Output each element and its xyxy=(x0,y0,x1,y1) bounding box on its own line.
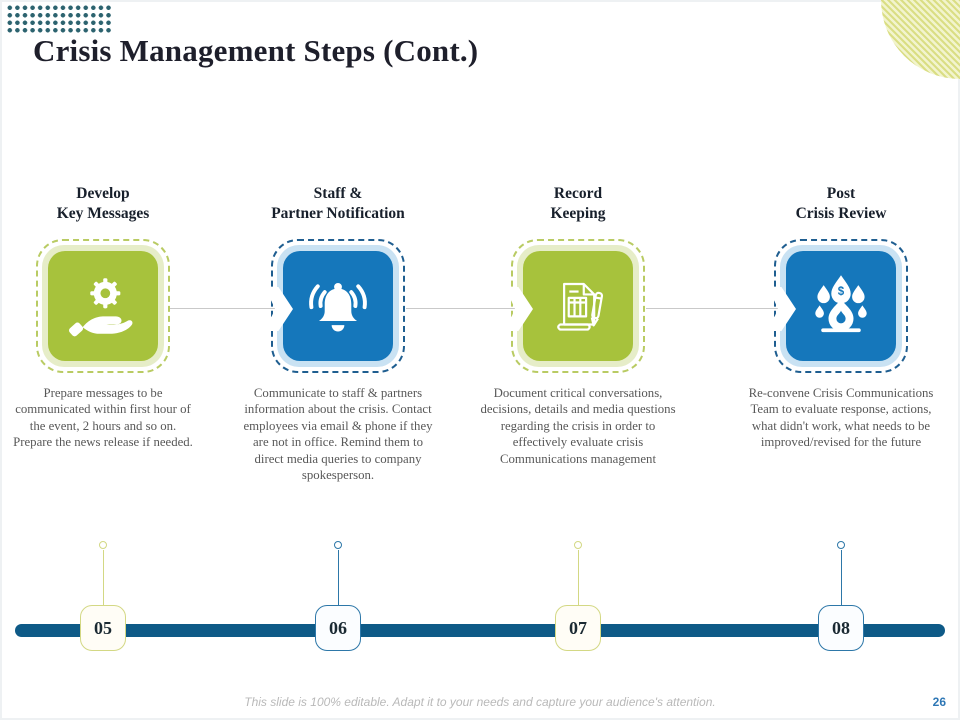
timeline-dot-icon xyxy=(574,541,582,549)
timeline-stem xyxy=(578,550,580,605)
step-title-line1: Staff & xyxy=(313,185,363,202)
document-pen-icon xyxy=(523,251,633,361)
timeline-number: 06 xyxy=(315,605,361,651)
footer-note: This slide is 100% editable. Adapt it to… xyxy=(244,695,716,709)
timeline-stem xyxy=(103,550,105,605)
step-description: Document critical conversations, decisio… xyxy=(480,386,676,466)
step-icon-glow xyxy=(42,245,164,367)
step-title-line2: Crisis Review xyxy=(795,205,887,222)
alert-bell-icon xyxy=(283,251,393,361)
timeline-stem xyxy=(338,550,340,605)
timeline-stem xyxy=(841,550,843,605)
timeline-dot-icon xyxy=(99,541,107,549)
timeline-number: 08 xyxy=(818,605,864,651)
step-column-develop-key-messages: Develop Key Messages xyxy=(0,184,206,451)
step-title-line1: Develop xyxy=(76,185,130,202)
connector-line xyxy=(646,308,794,309)
step-title-line1: Record xyxy=(553,185,603,202)
timeline-bar xyxy=(15,624,945,637)
step-description: Prepare messages to be communicated with… xyxy=(13,386,193,450)
timeline-number: 07 xyxy=(555,605,601,651)
connector-line xyxy=(406,308,532,309)
step-title: Develop Key Messages xyxy=(57,184,150,224)
fire-droplets-icon: $ xyxy=(786,251,896,361)
step-column-post-crisis-review: Post Crisis Review xyxy=(738,184,944,451)
step-icon-frame xyxy=(271,239,405,373)
dot-grid-decoration xyxy=(6,4,112,34)
step-column-staff-partner-notification: Staff & Partner Notification xyxy=(235,184,441,483)
connector-line xyxy=(170,308,292,309)
step-title-line1: Post xyxy=(826,185,856,202)
step-icon-frame xyxy=(36,239,170,373)
corner-quarter-circle-decoration xyxy=(881,0,960,79)
step-title-line2: Key Messages xyxy=(56,205,150,222)
step-column-record-keeping: Record Keeping xyxy=(475,184,681,467)
timeline-dot-icon xyxy=(837,541,845,549)
step-icon-glow: $ xyxy=(780,245,902,367)
timeline-dot-icon xyxy=(334,541,342,549)
page-title: Crisis Management Steps (Cont.) xyxy=(33,33,479,68)
timeline-number: 05 xyxy=(80,605,126,651)
step-title-line2: Partner Notification xyxy=(271,205,405,222)
step-icon-frame xyxy=(511,239,645,373)
step-icon-glow xyxy=(277,245,399,367)
step-title: Staff & Partner Notification xyxy=(271,184,405,224)
step-description: Re-convene Crisis Communications Team to… xyxy=(748,386,934,450)
page-number: 26 xyxy=(932,695,946,709)
step-title-line2: Keeping xyxy=(550,205,606,222)
step-title: Record Keeping xyxy=(550,184,605,224)
hand-gear-icon xyxy=(48,251,158,361)
svg-text:$: $ xyxy=(838,286,845,298)
step-icon-glow xyxy=(517,245,639,367)
step-title: Post Crisis Review xyxy=(796,184,887,224)
step-icon-frame: $ xyxy=(774,239,908,373)
step-description: Communicate to staff & partners informat… xyxy=(243,386,433,483)
